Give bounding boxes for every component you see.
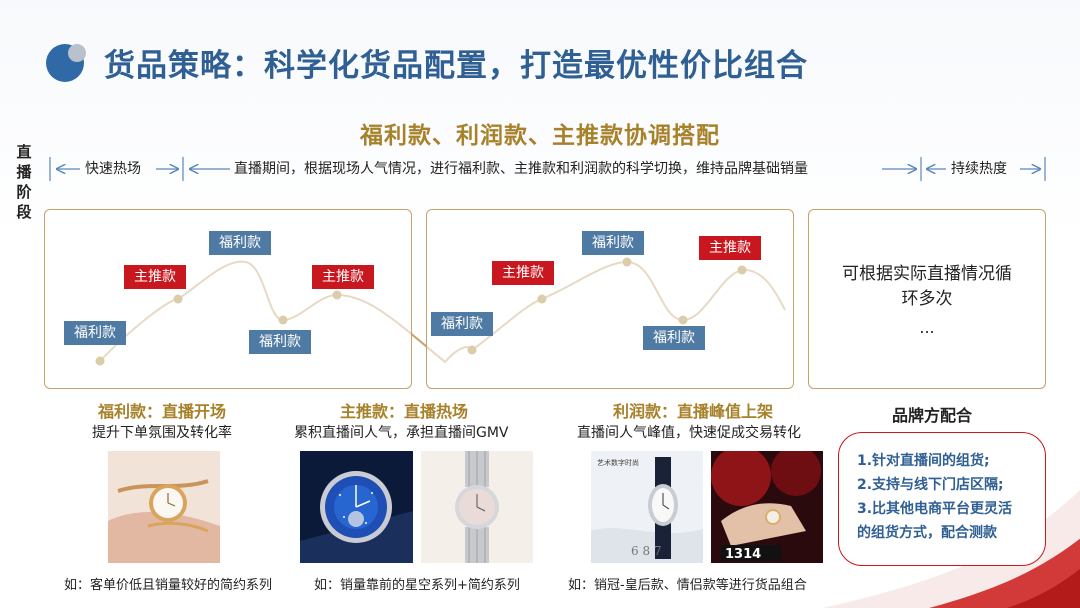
timeline-segment-live: 直播期间，根据现场人气情况，进行福利款、主推款和利润款的科学切换，维持品牌基础销… xyxy=(234,161,808,177)
page-title: 货品策略：科学化货品配置，打造最优性价比组合 xyxy=(104,48,808,84)
category-title-main: 主推款：直播热场 xyxy=(340,402,469,421)
brand-item: 的组货方式，配合测款 xyxy=(857,525,997,541)
brand-title: 品牌方配合 xyxy=(892,406,973,425)
tag-main-push: 主推款 xyxy=(312,265,374,289)
timeline-segment-warmup: 快速热场 xyxy=(85,161,141,177)
phase-panel-loop xyxy=(808,209,1046,389)
loop-note-line1: 可根据实际直播情况循 xyxy=(842,264,1012,284)
brand-item: 3.比其他电商平台更灵活 xyxy=(857,501,1013,517)
stage-label: 直播阶段 xyxy=(16,143,32,221)
brand-item: 1.针对直播间的组货; xyxy=(857,453,990,469)
tag-welfare: 福利款 xyxy=(431,312,493,336)
product-image-queen-watch: 艺术数字时尚 6 8 7 xyxy=(591,451,703,563)
category-title-welfare: 福利款：直播开场 xyxy=(98,402,227,421)
example-caption-welfare: 如：客单价低且销量较好的简约系列 xyxy=(64,578,273,593)
example-caption-profit: 如：销冠-皇后款、情侣款等进行货品组合 xyxy=(568,578,807,593)
example-caption-main: 如：销量靠前的星空系列+简约系列 xyxy=(314,578,520,593)
loop-note-ellipsis: ... xyxy=(919,318,935,337)
product-image-starry-sky-watch xyxy=(300,451,413,563)
tag-main-push: 主推款 xyxy=(124,265,186,289)
brand-item: 2.支持与线下门店区隔; xyxy=(857,477,1004,493)
tag-welfare: 福利款 xyxy=(643,326,705,350)
category-title-profit: 利润款：直播峰值上架 xyxy=(613,402,774,421)
brand-box: 1.针对直播间的组货; 2.支持与线下门店区隔; 3.比其他电商平台更灵活 的组… xyxy=(838,432,1046,566)
category-desc-welfare: 提升下单氛围及转化率 xyxy=(92,425,232,441)
ad-number: 1314 xyxy=(725,547,761,562)
timeline-segment-sustain: 持续热度 xyxy=(951,161,1007,177)
loop-note-line2: 环多次 xyxy=(901,289,953,309)
subtitle: 福利款、利润款、主推款协调搭配 xyxy=(360,123,720,149)
category-desc-main: 累积直播间人气，承担直播间GMV xyxy=(294,425,509,441)
tag-welfare: 福利款 xyxy=(582,231,644,255)
category-desc-profit: 直播间人气峰值，快速促成交易转化 xyxy=(577,425,801,441)
tag-welfare: 福利款 xyxy=(209,231,271,255)
tag-main-push: 主推款 xyxy=(699,236,761,260)
tag-welfare: 福利款 xyxy=(249,330,311,354)
tag-welfare: 福利款 xyxy=(64,321,126,345)
tag-main-push: 主推款 xyxy=(492,261,554,285)
product-image-simple-watch xyxy=(421,451,533,563)
svg-text:6 8 7: 6 8 7 xyxy=(631,544,662,558)
product-image-rose-gold-watch xyxy=(108,451,220,563)
ad-text: 艺术数字时尚 xyxy=(597,458,639,467)
logo-circle-small xyxy=(68,44,86,62)
product-image-couple-watch: 1314 xyxy=(711,451,823,563)
loop-note: 可根据实际直播情况循 环多次 xyxy=(808,262,1046,312)
